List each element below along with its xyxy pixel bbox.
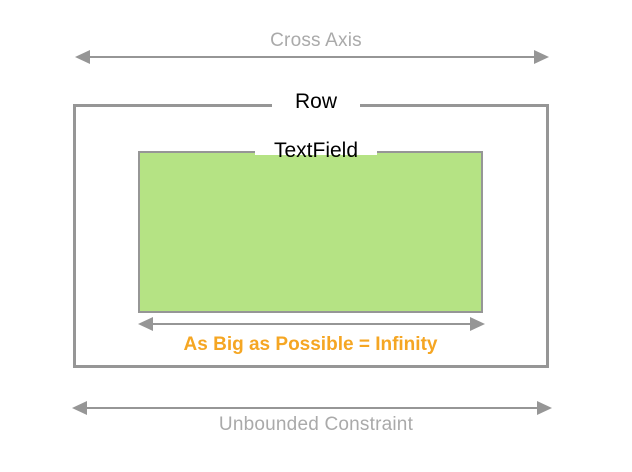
infinity-note-label: As Big as Possible = Infinity: [183, 334, 438, 355]
row-label-border-gap: [272, 98, 360, 110]
textfield-box: [138, 151, 483, 313]
unbounded-constraint-arrow: [72, 401, 552, 415]
cross-axis-label: Cross Axis: [270, 30, 362, 51]
infinity-width-arrow: [138, 317, 485, 331]
row-label: Row: [294, 90, 337, 113]
textfield-label: TextField: [273, 139, 359, 162]
textfield-label-border-gap: [255, 145, 377, 155]
cross-axis-arrow: [75, 50, 549, 64]
unbounded-constraint-label: Unbounded Constraint: [218, 414, 414, 435]
